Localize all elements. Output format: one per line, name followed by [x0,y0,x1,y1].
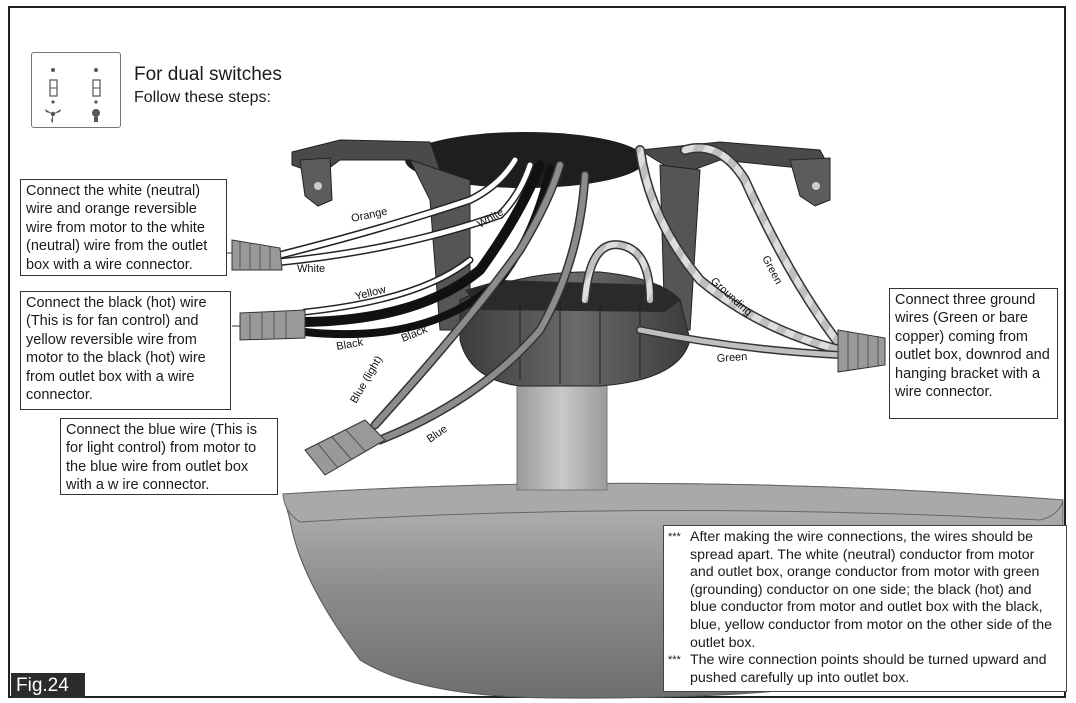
wire-label-blue-light-text: Blue (light) [348,354,385,406]
light-bulb-icon [92,109,100,122]
wire-label-blue-light: Blue (light) [348,354,385,406]
note-1-text: After making the wire connections, the w… [690,529,1052,651]
callout-white-neutral: Connect the white (neutral) wire and ora… [20,179,227,276]
switch-plate-drawing [45,68,101,123]
wire-connector-right [837,329,886,373]
note-2-marker: *** [668,654,681,667]
note-1: *** After making the wire connections, t… [668,529,1060,652]
fan-icon [45,109,61,123]
wires [276,143,845,445]
wire-label-white-bottom: White [297,263,325,275]
wire-label-black-left: Black [335,336,364,353]
wire-connector-left-bottom [304,419,386,476]
callout-black-hot: Connect the black (hot) wire (This is fo… [20,291,231,410]
callout-ground: Connect three ground wires (Green or bar… [889,288,1058,419]
figure-label: Fig.24 [11,673,85,698]
callout-blue-light: Connect the blue wire (This is for light… [60,418,278,495]
wire-label-blue: Blue [425,423,450,445]
wire-label-green-bottom: Green [716,351,747,365]
header-subtitle: Follow these steps: [134,89,271,106]
wire-connector-left-top [231,239,283,271]
wire-label-white-top: White [476,206,506,230]
note-2: *** The wire connection points should be… [668,652,1060,687]
header-title: For dual switches [134,64,282,85]
wire-label-orange: Orange [350,206,388,225]
downrod [516,383,608,491]
wire-connector-left-middle [239,309,306,341]
wiring-notes: *** After making the wire connections, t… [663,525,1067,692]
dual-switch-plate-icon [31,52,121,128]
note-2-text: The wire connection points should be tur… [690,652,1047,686]
note-1-marker: *** [668,531,681,543]
